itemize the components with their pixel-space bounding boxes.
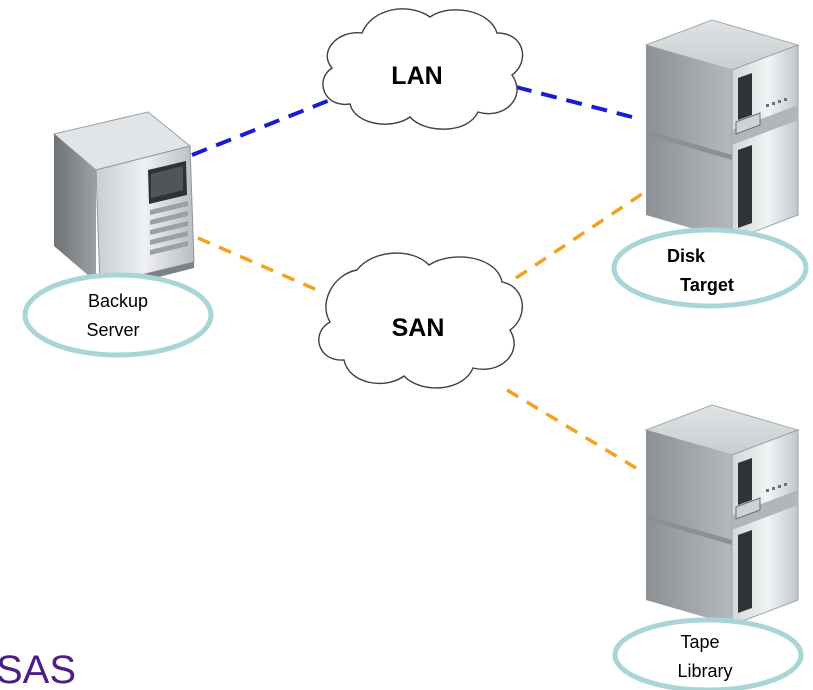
tape-library-node: Tape Library [612,617,804,690]
disk-target-node: Disk Target [611,227,809,309]
san-link-disk-target [515,190,646,280]
disk-target-label-line2: Target [680,275,734,295]
san-cloud-label: SAN [392,314,445,342]
tape-library-icon [644,404,800,626]
backup-server-icon [52,111,195,292]
tape-library-ring [612,617,804,690]
backup-server-node: Backup Server [22,272,214,358]
lan-links [191,85,633,157]
san-link-backup-server [197,236,325,295]
backup-server-ring [22,272,214,358]
disk-target-icon [644,19,800,241]
backup-server-label-line2: Server [86,320,139,340]
san-cloud: SAN [318,252,523,389]
lan-cloud: LAN [322,8,524,130]
sas-logo: SAS [0,648,76,690]
tape-library-label-line1: Tape [680,632,719,652]
lan-link-disk-target [515,85,633,119]
san-cloud-shape [318,252,523,389]
san-links [197,190,646,470]
lan-cloud-shape [322,8,524,130]
san-link-tape-library [506,388,637,470]
backup-server-label-line1: Backup [88,291,148,311]
tape-library-label-line2: Library [677,661,732,681]
disk-target-ring [611,227,809,309]
lan-cloud-label: LAN [391,62,442,90]
lan-link-backup-server [191,98,331,157]
backup-server-side [54,134,96,282]
disk-target-label-line1: Disk [667,246,706,266]
